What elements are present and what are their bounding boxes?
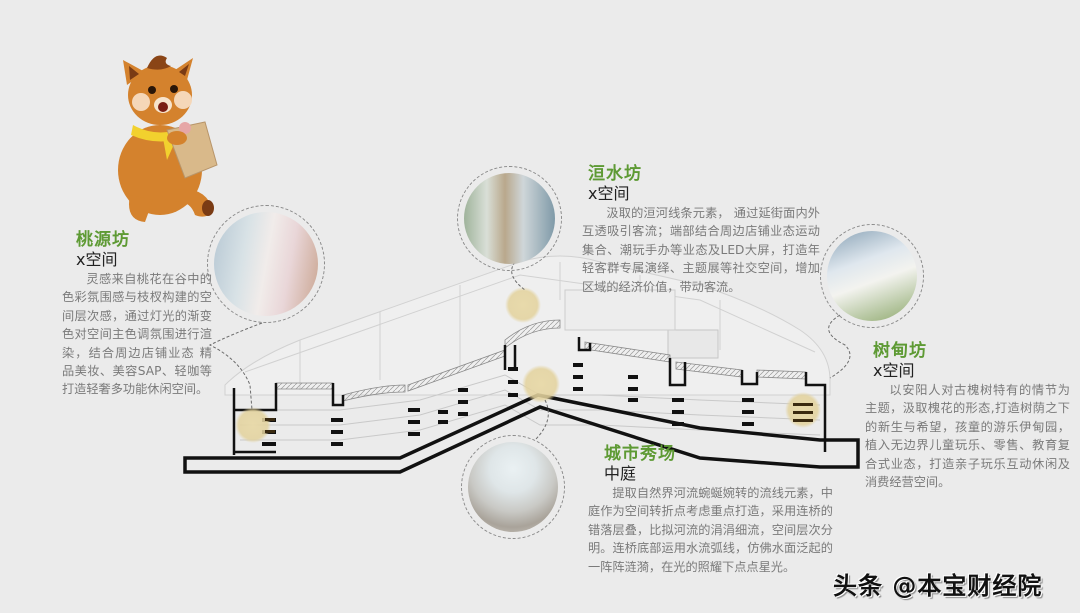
zone-subtitle: x空间 xyxy=(76,250,118,269)
mascot-bear-icon xyxy=(118,55,218,222)
watermark: 头条 @本宝财经院 xyxy=(833,572,1043,600)
zone-chengshi: 城市秀场 中庭 提取自然界河流蜿蜒婉转的流线元素，中庭作为空间转折点考虑重点打造… xyxy=(588,444,833,576)
highlight-taoyuan xyxy=(235,407,271,443)
zone-subtitle: x空间 xyxy=(588,184,630,203)
zone-description: 汲取的洹河线条元素， 通过延街面内外互透吸引客流；端部结合周边店铺业态运动集合、… xyxy=(582,206,820,294)
zone-subtitle: 中庭 xyxy=(604,464,637,483)
photo-taoyuan xyxy=(207,205,325,323)
photo-atrium xyxy=(461,435,565,539)
zone-taoyuan: 桃源坊 x空间 灵感来自桃花在谷中的色彩氛围感与枝杈构建的空间层次感，通过灯光的… xyxy=(62,230,212,399)
zone-description: 灵感来自桃花在谷中的色彩氛围感与枝杈构建的空间层次感，通过灯光的渐变色对空间主色… xyxy=(62,272,212,397)
zone-title: 城市秀场 xyxy=(604,444,676,464)
zone-huanshui: 洹水坊 x空间 汲取的洹河线条元素， 通过延街面内外互透吸引客流；端部结合周边店… xyxy=(582,164,820,296)
zone-description: 以安阳人对古槐树特有的情节为主题，汲取槐花的形态,打造树荫之下的新生与希望，孩童… xyxy=(865,383,1070,490)
highlight-atrium xyxy=(522,365,560,403)
zone-title: 树甸坊 xyxy=(873,341,927,361)
highlight-huanshui xyxy=(505,287,541,323)
section-walls xyxy=(232,337,827,455)
zone-description: 提取自然界河流蜿蜒婉转的流线元素，中庭作为空间转折点考虑重点打造，采用连桥的错落… xyxy=(588,486,833,574)
roof-slabs xyxy=(275,319,807,402)
highlight-shudian xyxy=(785,392,821,428)
zone-title: 洹水坊 xyxy=(588,164,642,184)
zone-subtitle: x空间 xyxy=(873,361,915,380)
photo-huanshui xyxy=(457,166,562,271)
roof-massing xyxy=(224,255,831,396)
zone-title: 桃源坊 xyxy=(76,230,130,250)
zone-shudian: 树甸坊 x空间 以安阳人对古槐树特有的情节为主题，汲取槐花的形态,打造树荫之下的… xyxy=(865,341,1070,491)
photo-shudian xyxy=(820,224,924,328)
